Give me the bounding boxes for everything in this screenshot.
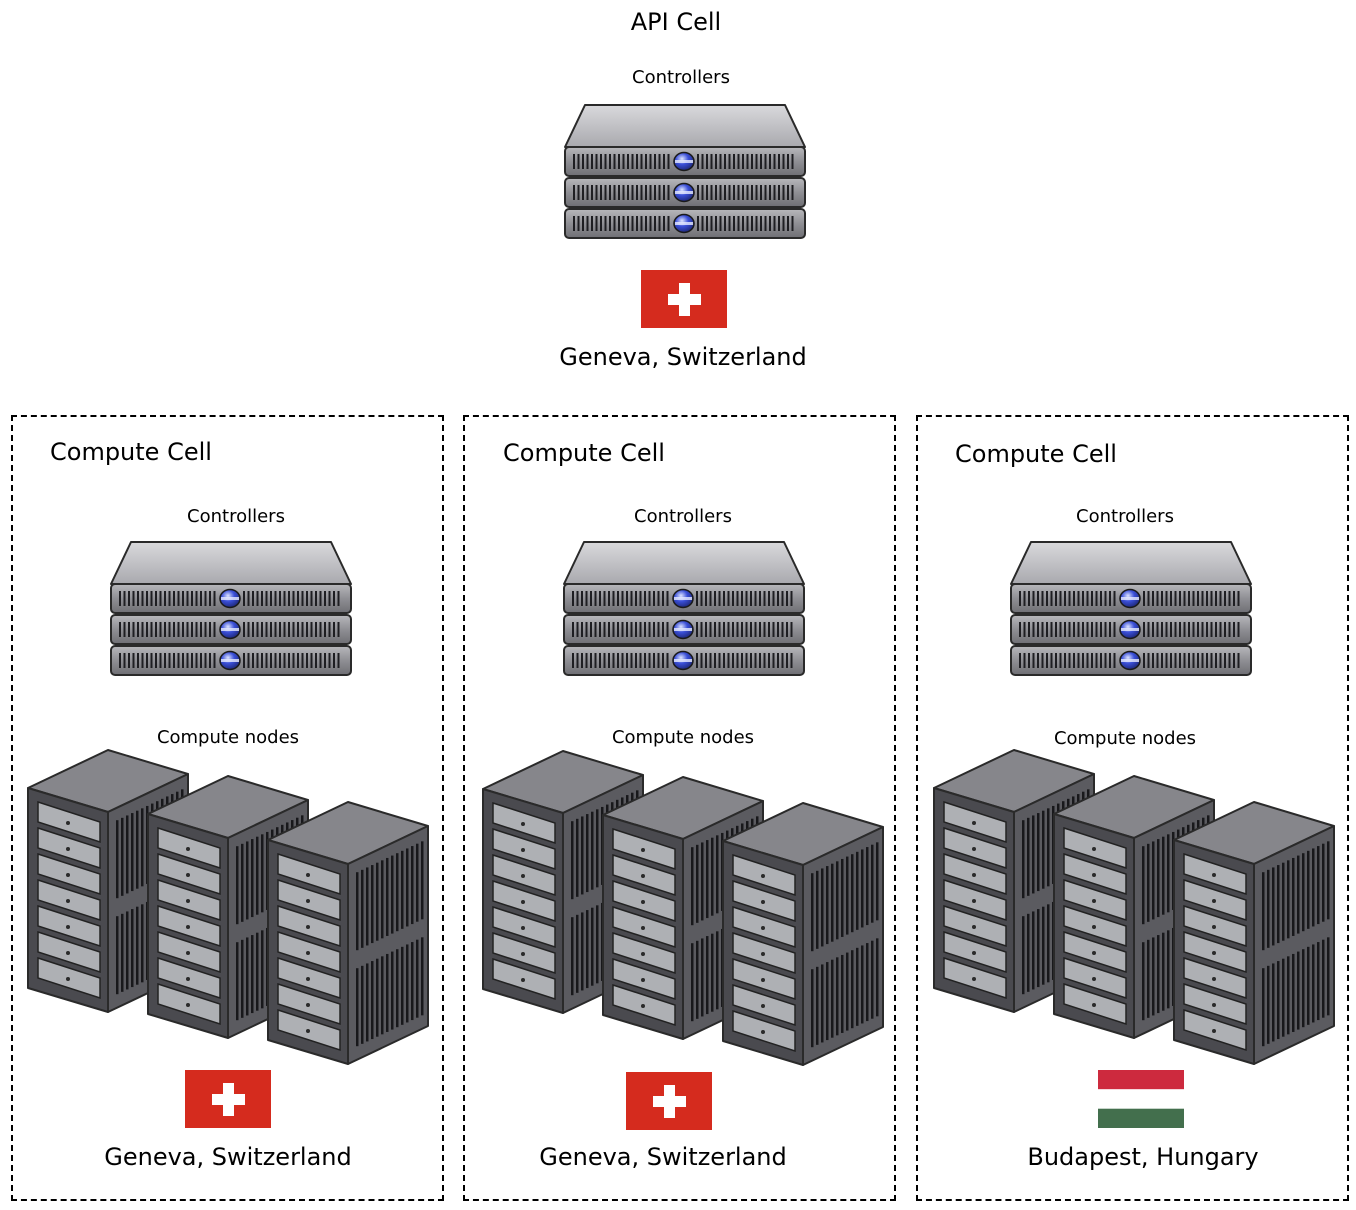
cell-location: Geneva, Switzerland [104, 1143, 352, 1171]
compute-cell-3 [916, 415, 1349, 1201]
switzerland-flag-icon [626, 1072, 712, 1130]
hungary-flag-icon [1098, 1070, 1184, 1128]
controllers-server-icon [109, 540, 353, 680]
api-controllers-label: Controllers [632, 67, 730, 88]
cell-location: Budapest, Hungary [1027, 1143, 1259, 1171]
compute-nodes-label: Compute nodes [611, 727, 755, 748]
compute-nodes-rack-icon [26, 748, 432, 1066]
controllers-server-icon [1009, 540, 1253, 680]
controllers-server-icon [562, 540, 806, 680]
compute-cell-title: Compute Cell [955, 440, 1117, 468]
compute-nodes-rack-icon [932, 748, 1338, 1066]
api-cell-title: API Cell [630, 8, 722, 36]
cell-controllers-label: Controllers [1076, 506, 1174, 527]
compute-nodes-rack-icon [481, 749, 887, 1067]
cell-controllers-label: Controllers [187, 506, 285, 527]
switzerland-flag-icon [641, 270, 727, 328]
switzerland-flag-icon [185, 1070, 271, 1128]
compute-cell-title: Compute Cell [503, 439, 665, 467]
api-cell-location: Geneva, Switzerland [559, 343, 807, 371]
cell-location: Geneva, Switzerland [539, 1143, 787, 1171]
compute-nodes-label: Compute nodes [1053, 728, 1197, 749]
cell-controllers-label: Controllers [634, 506, 732, 527]
compute-cell-1 [11, 415, 444, 1201]
compute-nodes-label: Compute nodes [156, 727, 300, 748]
compute-cell-title: Compute Cell [50, 438, 212, 466]
compute-cell-2 [463, 415, 896, 1201]
api-controllers-server-icon [563, 103, 807, 243]
